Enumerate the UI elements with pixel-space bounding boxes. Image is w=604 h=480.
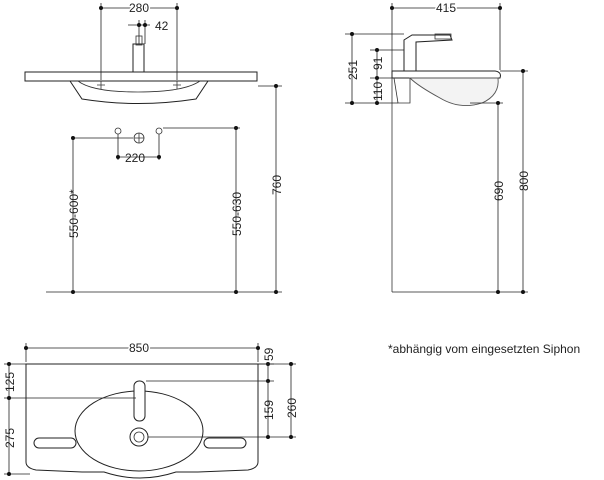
fixing-hole-right	[155, 127, 163, 135]
dim-42: 42	[155, 19, 169, 33]
footnote: *abhängig vom eingesetzten Siphon	[388, 342, 580, 356]
dim-91: 91	[371, 56, 385, 70]
dim-125: 125	[3, 372, 17, 392]
dim-260: 260	[285, 398, 299, 418]
side-basin-slab	[391, 70, 501, 79]
dim-275: 275	[3, 428, 17, 448]
front-view: 280 42 220 550-600* 550-630	[24, 0, 284, 294]
dim-59: 59	[262, 347, 276, 361]
plan-waste	[129, 427, 149, 447]
side-tap	[403, 34, 453, 72]
dim-550-600: 550-600*	[67, 189, 81, 238]
side-basin-bowl	[408, 77, 499, 107]
dim-800: 800	[517, 171, 531, 191]
dim-220: 220	[125, 151, 145, 165]
dim-690: 690	[492, 181, 506, 201]
dim-550-630: 550-630	[230, 192, 244, 236]
fixing-hole-left	[114, 127, 122, 135]
towel-slot-right	[203, 437, 247, 449]
front-basin-slab	[24, 71, 258, 82]
front-tap	[132, 43, 145, 73]
dim-415: 415	[436, 1, 456, 15]
plan-tap	[133, 380, 146, 422]
dim-159: 159	[262, 400, 276, 420]
dim-850: 850	[129, 341, 149, 355]
plan-view: 850 59 159 260 125 275	[3, 340, 299, 479]
side-view: 415 251 91 110 690 800	[345, 0, 531, 294]
dim-280: 280	[129, 1, 149, 15]
dim-760: 760	[270, 175, 284, 195]
dim-251: 251	[346, 60, 360, 80]
towel-slot-left	[33, 437, 77, 449]
dim-110: 110	[371, 82, 385, 101]
